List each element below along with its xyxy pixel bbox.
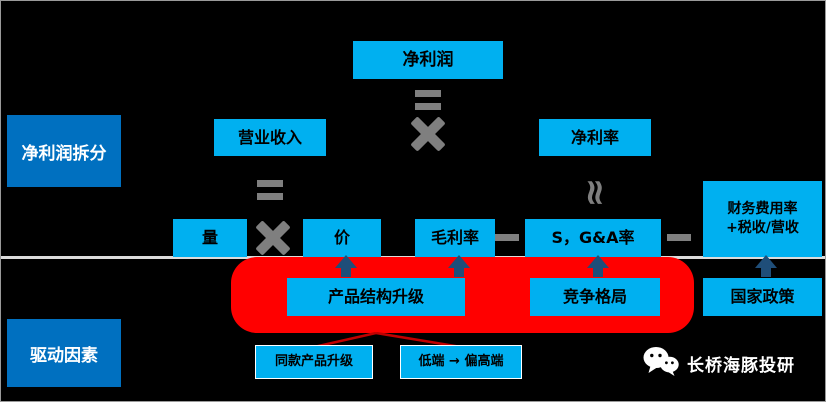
node-gross-margin: 毛利率: [415, 219, 495, 257]
row-label-drivers: 驱动因素: [7, 319, 121, 387]
approx-icon: ≈: [574, 176, 616, 208]
brand-name: 长桥海豚投研: [687, 356, 795, 376]
node-same-product-upgrade: 同款产品升级: [255, 345, 373, 379]
times-icon: [254, 219, 292, 257]
up-arrow-icon: [448, 255, 470, 277]
brand-footer: 长桥海豚投研: [643, 346, 795, 381]
minus-icon: [495, 234, 519, 241]
up-arrow-icon: [755, 255, 777, 277]
node-net-profit: 净利润: [353, 41, 503, 79]
node-volume: 量: [173, 219, 247, 257]
node-net-margin: 净利率: [539, 119, 651, 156]
up-arrow-icon: [587, 255, 609, 277]
up-arrow-icon: [335, 255, 357, 277]
equals-icon: [257, 177, 283, 203]
row-label-decomposition: 净利润拆分: [7, 115, 121, 187]
node-revenue: 营业收入: [214, 119, 326, 156]
connector-lines: [313, 332, 462, 348]
node-fin-expense-tax-rate: 财务费用率 +税收/营收: [703, 181, 822, 257]
times-icon: [409, 115, 447, 153]
node-national-policy: 国家政策: [703, 278, 822, 316]
node-low-to-high-end: 低端 → 偏高端: [400, 345, 522, 379]
minus-icon: [667, 234, 691, 241]
equals-icon: [415, 87, 441, 113]
node-sga-rate: S，G&A率: [525, 219, 661, 257]
node-price: 价: [303, 219, 381, 257]
wechat-icon: [643, 346, 679, 381]
node-competitive-landscape: 竞争格局: [530, 278, 660, 316]
node-product-structure-upgrade: 产品结构升级: [287, 278, 465, 316]
